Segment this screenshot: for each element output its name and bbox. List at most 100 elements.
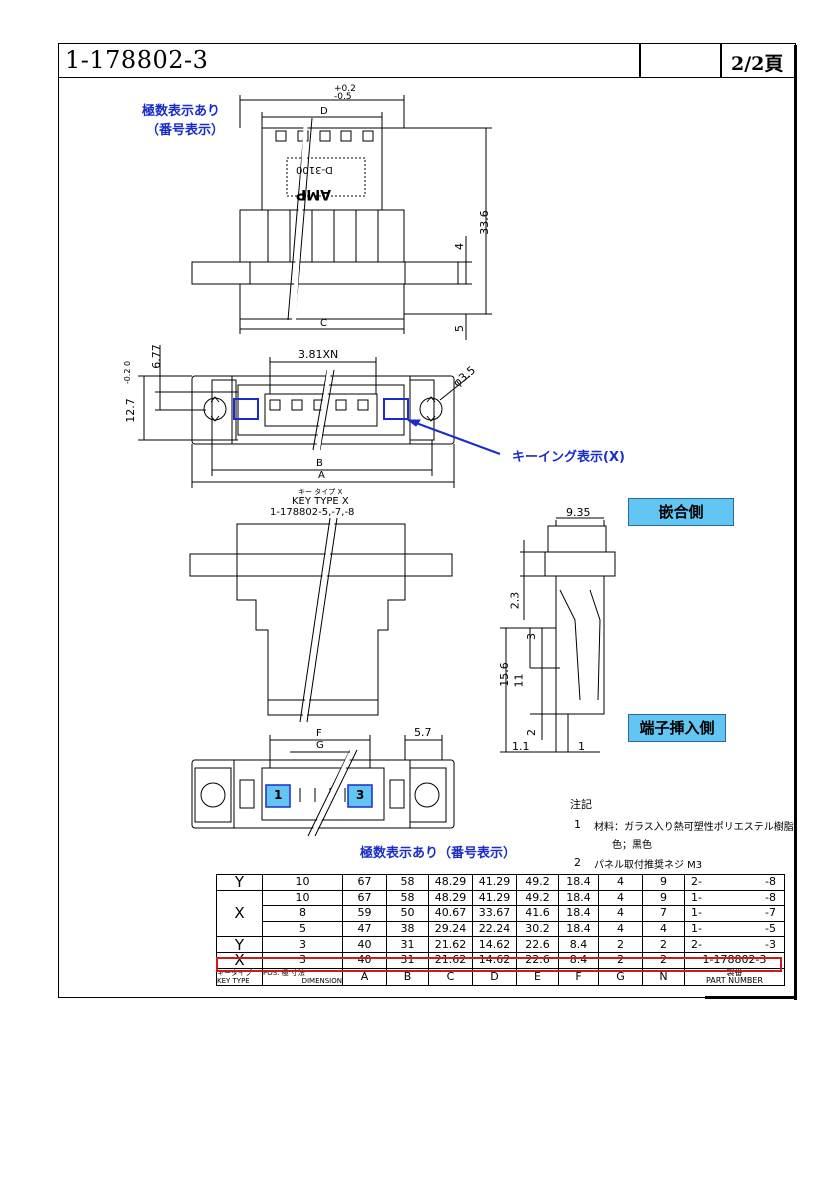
table-cell: 31 bbox=[386, 936, 429, 953]
table-cell: 9 bbox=[642, 889, 685, 907]
table-cell: 58 bbox=[386, 889, 429, 907]
table-cell: 18.4 bbox=[558, 905, 599, 922]
table-cell: 1- bbox=[684, 889, 733, 907]
table-cell: 4 bbox=[598, 874, 643, 891]
table-cell: 7 bbox=[642, 905, 685, 922]
dim-9-35: 9.35 bbox=[566, 506, 591, 519]
keying-note: キーイング表示(X) bbox=[512, 450, 625, 465]
terminal-side-tag: 端子挿入側 bbox=[628, 714, 726, 742]
dim-pitch: 3.81XN bbox=[298, 348, 339, 361]
front-view bbox=[138, 345, 501, 488]
table-cell: 21.62 bbox=[428, 951, 473, 969]
pin1-marker bbox=[265, 784, 291, 808]
table-cell: 33.67 bbox=[472, 905, 517, 922]
dim-33-6: 33.6 bbox=[477, 210, 491, 235]
table-cell: 22.6 bbox=[516, 936, 559, 953]
dim-5-7: 5.7 bbox=[414, 726, 432, 739]
dim-F: F bbox=[316, 728, 322, 739]
table-cell: 49.2 bbox=[516, 874, 559, 891]
table-cell: 41.29 bbox=[472, 889, 517, 907]
dim-tol-plus: +0.2 bbox=[334, 84, 356, 94]
dim-12-7-tol: -0.2 0 bbox=[123, 360, 133, 385]
table-cell: 31 bbox=[386, 951, 429, 969]
table-cell: 29.24 bbox=[428, 920, 473, 938]
dim-C: C bbox=[320, 318, 327, 329]
pin1-label: 1 bbox=[274, 788, 283, 802]
table-cell: 21.62 bbox=[428, 936, 473, 953]
table-cell: 4 bbox=[642, 920, 685, 938]
top-view bbox=[191, 95, 492, 340]
table-cell: 40 bbox=[342, 936, 387, 953]
key-type-cell: X bbox=[216, 889, 263, 938]
dimension-header: POS. 極 寸法 DIMENSION bbox=[262, 967, 343, 986]
table-cell: -7 bbox=[732, 905, 785, 922]
key-type-parts: 1-178802-5,-7,-8 bbox=[270, 507, 355, 518]
page-indicator: 2/2頁 bbox=[731, 53, 784, 75]
table-cell: 40 bbox=[342, 951, 387, 969]
sheet-shadow bbox=[705, 996, 797, 999]
key-type-cell: Y bbox=[216, 874, 263, 891]
dim-G: G bbox=[316, 740, 324, 751]
table-cell: 14.62 bbox=[472, 936, 517, 953]
dim-B: B bbox=[316, 458, 323, 469]
key-type-kana: キー タイプ X bbox=[298, 488, 343, 496]
dim-A: A bbox=[318, 470, 325, 481]
table-cell: 47 bbox=[342, 920, 387, 938]
key-type-cell: Y bbox=[216, 936, 263, 953]
table-cell: -8 bbox=[732, 889, 785, 907]
col-A: A bbox=[342, 967, 387, 986]
title-divider bbox=[720, 44, 722, 77]
dim-12-7: 12.7 bbox=[123, 398, 137, 423]
amp-logo: AMP bbox=[296, 186, 332, 202]
dim-5: 5 bbox=[453, 325, 466, 332]
bottom-view bbox=[191, 735, 455, 837]
table-cell: 4 bbox=[598, 905, 643, 922]
side-view bbox=[500, 517, 616, 753]
table-cell: 1- bbox=[684, 905, 733, 922]
pin3-marker bbox=[347, 784, 373, 808]
table-cell: -5 bbox=[732, 920, 785, 938]
table-cell: 4 bbox=[598, 920, 643, 938]
table-cell: 67 bbox=[342, 889, 387, 907]
table-cell: 18.4 bbox=[558, 889, 599, 907]
note-2-num: 2 bbox=[574, 856, 581, 869]
title-block: 1-178802-3 2/2頁 bbox=[59, 44, 794, 78]
table-cell: 2 bbox=[642, 936, 685, 953]
dim-tol-minus: -0.5 bbox=[334, 92, 352, 102]
table-cell: 18.4 bbox=[558, 874, 599, 891]
table-cell: 49.2 bbox=[516, 889, 559, 907]
note-1-text: 材料：ガラス入り熱可塑性ポリエステル樹脂 bbox=[594, 822, 794, 833]
polarity-note-bottom: 極数表示あり（番号表示） bbox=[360, 846, 517, 861]
table-cell: 8.4 bbox=[558, 936, 599, 953]
table-cell: 58 bbox=[386, 874, 429, 891]
table-cell: -8 bbox=[732, 874, 785, 891]
table-cell: 10 bbox=[262, 874, 343, 891]
table-cell: 8 bbox=[262, 905, 343, 922]
table-cell: 3 bbox=[262, 936, 343, 953]
table-cell: 4 bbox=[598, 889, 643, 907]
table-cell: 22.24 bbox=[472, 920, 517, 938]
table-cell: 5 bbox=[262, 920, 343, 938]
table-cell: 50 bbox=[386, 905, 429, 922]
polarity-note-top: 極数表示あり （番号表示） bbox=[142, 104, 225, 138]
table-cell: 41.6 bbox=[516, 905, 559, 922]
key-type-label: KEY TYPE X bbox=[292, 496, 349, 507]
table-cell: 59 bbox=[342, 905, 387, 922]
col-F: F bbox=[558, 967, 599, 986]
dim-2-3: 2.3 bbox=[508, 591, 522, 610]
table-cell: 48.29 bbox=[428, 889, 473, 907]
table-cell: 1- bbox=[684, 920, 733, 938]
highlighted-row bbox=[216, 957, 782, 972]
table-cell: -3 bbox=[732, 936, 785, 953]
table-cell: 10 bbox=[262, 889, 343, 907]
